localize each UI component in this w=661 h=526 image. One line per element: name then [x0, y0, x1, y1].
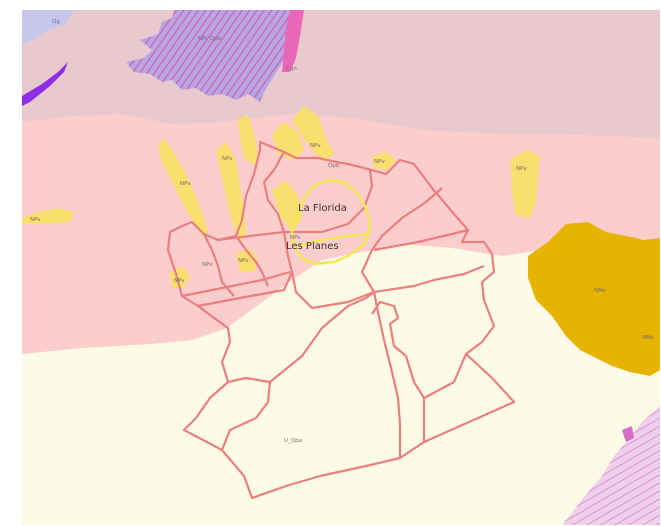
unit-label: Qg	[52, 19, 60, 25]
unit-label: NPv	[516, 166, 527, 172]
district-boundary	[197, 271, 294, 308]
place-label-la-florida: La Florida	[298, 203, 347, 214]
unit-label: NPv	[374, 159, 385, 165]
ochre-unit	[528, 222, 660, 376]
study-area-outline	[290, 178, 372, 266]
unit-label: NPv	[290, 235, 301, 241]
district-boundary	[311, 290, 375, 310]
yellow-patch	[158, 138, 208, 236]
yellow-patch	[272, 180, 302, 232]
district-boundary	[373, 228, 469, 252]
pink-unit-se	[562, 406, 660, 525]
map-frame[interactable]: Qg NPi_Qpb Cgn NPv NPv NPv NPv NPv Qpb N…	[22, 10, 660, 525]
unit-labels: Qg NPi_Qpb Cgn NPv NPv NPv NPv NPv Qpb N…	[30, 19, 655, 444]
district-boundary	[423, 353, 468, 399]
district-boundary	[235, 235, 270, 287]
unit-label: NPv	[310, 143, 321, 149]
water-unit	[22, 10, 74, 44]
unit-label: NPv	[180, 181, 191, 187]
yellow-patch	[216, 142, 246, 242]
geologic-map[interactable]: Qg NPi_Qpb Cgn NPv NPv NPv NPv NPv Qpb N…	[22, 10, 660, 525]
district-boundary	[381, 187, 443, 237]
unit-label: NPv	[174, 278, 185, 284]
place-label-les-planes: Les Planes	[286, 241, 339, 252]
district-boundary	[269, 305, 349, 383]
yellow-patch	[292, 106, 334, 162]
unit-label: NMv	[642, 335, 655, 341]
district-boundary	[282, 231, 313, 309]
unit-label: Cgn	[286, 66, 297, 72]
district-boundary	[262, 181, 286, 233]
district-boundary-outer	[166, 140, 516, 500]
hatched-unit	[126, 10, 298, 102]
district-boundaries	[166, 140, 516, 500]
district-boundary	[217, 230, 322, 242]
unit-label: Qpb	[328, 163, 340, 169]
magenta-unit	[282, 10, 304, 72]
unit-label: NPi_Qpb	[198, 36, 221, 42]
district-boundary	[263, 151, 285, 183]
violet-unit	[22, 62, 68, 106]
district-boundary	[321, 169, 374, 234]
unit-label: U_Qpa	[284, 438, 302, 444]
district-boundary	[373, 264, 485, 294]
unit-label: NPv	[238, 258, 249, 264]
district-boundary	[360, 235, 383, 293]
district-boundary	[227, 376, 271, 384]
district-boundary	[181, 270, 291, 298]
district-boundary	[347, 291, 375, 308]
district-boundary	[372, 291, 402, 458]
yellow-patch	[372, 152, 396, 170]
unit-label: NPv	[202, 262, 213, 268]
pink-unit-se-strip	[622, 426, 634, 442]
unit-label: NPv	[30, 217, 41, 223]
yellow-patch	[236, 248, 258, 272]
yellow-unit-patches	[22, 106, 540, 288]
district-boundary	[371, 300, 426, 442]
yellow-patch	[510, 150, 540, 218]
yellow-patch	[22, 208, 74, 224]
unit-label: NPv	[222, 156, 233, 162]
district-boundary	[220, 381, 272, 451]
yellow-patch	[238, 114, 258, 166]
unit-label: NMv	[594, 288, 607, 294]
